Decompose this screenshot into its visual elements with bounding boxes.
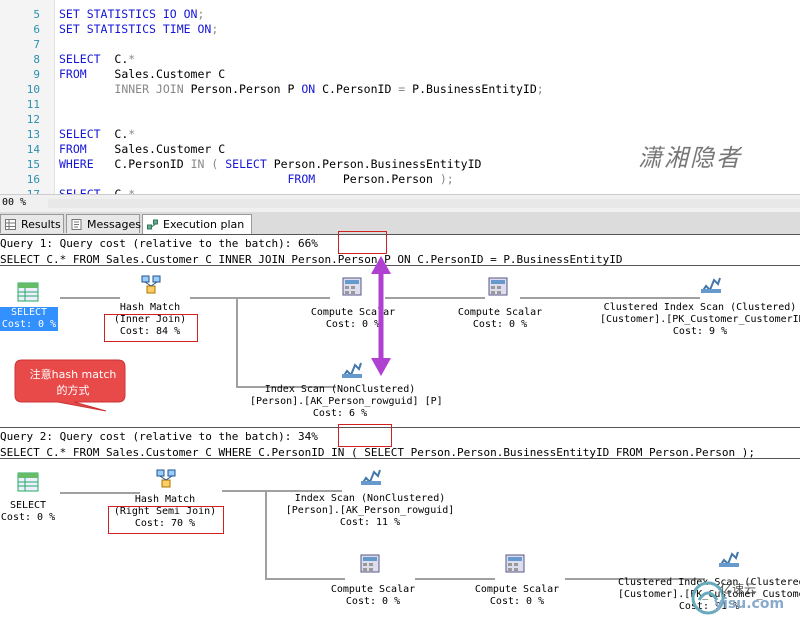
- logo-line1: 亿速云: [720, 582, 757, 596]
- logo-line2: yisu.com: [714, 596, 785, 612]
- code-line[interactable]: SELECT C.*: [59, 127, 136, 141]
- query1-index-scan-op[interactable]: Index Scan (NonClustered) [Person].[AK_P…: [250, 384, 443, 419]
- index-scan-icon: [361, 469, 381, 485]
- hash-match-icon: [156, 469, 176, 488]
- code-line[interactable]: FROM Person.Person );: [287, 172, 454, 186]
- query2-sql: SELECT C.* FROM Sales.Customer C WHERE C…: [0, 446, 755, 459]
- query2-compute-scalar-op[interactable]: Compute Scalar Cost: 0 %: [330, 584, 416, 607]
- connector: [222, 490, 342, 492]
- code-line[interactable]: INNER JOIN Person.Person P ON C.PersonID…: [114, 82, 544, 96]
- query1-hash-highlight: [104, 314, 198, 342]
- query1-header: [0, 234, 800, 266]
- query2-cost-line: Query 2: Query cost (relative to the bat…: [0, 430, 800, 443]
- line-number: 12: [26, 113, 40, 126]
- compare-arrow-icon: [371, 256, 391, 376]
- clustered-index-scan-icon: [719, 551, 739, 567]
- connector: [520, 297, 700, 299]
- code-line[interactable]: WHERE C.PersonID IN ( SELECT Person.Pers…: [59, 157, 482, 171]
- connector: [60, 297, 120, 299]
- zoom-bar: 00 %: [0, 194, 800, 212]
- execution-plan-pane[interactable]: Query 1: Query cost (relative to the bat…: [0, 231, 800, 622]
- query2-hash-match-op[interactable]: Hash Match (Right Semi Join) Cost: 70 %: [113, 494, 217, 529]
- connector: [236, 299, 238, 387]
- code-line[interactable]: FROM Sales.Customer C: [59, 67, 226, 81]
- code-line[interactable]: SET STATISTICS TIME ON;: [59, 22, 219, 36]
- code-line[interactable]: SELECT C.*: [59, 52, 136, 66]
- site-logo: 亿速云 yisu.com: [690, 580, 800, 622]
- compute-scalar-icon: [505, 554, 525, 573]
- line-number: 6: [33, 23, 40, 36]
- line-number: 7: [33, 38, 40, 51]
- connector: [60, 492, 140, 494]
- connector: [236, 386, 336, 388]
- sql-editor[interactable]: 5 6 7 8 9 10 11 12 13 14 15 16 17 SET STATISTICS IO …: [0, 0, 800, 195]
- compute-scalar-icon: [342, 277, 362, 296]
- line-number: 13: [26, 128, 40, 141]
- hash-match-icon: [141, 275, 161, 294]
- query2-header: [0, 427, 800, 459]
- select-icon: [17, 282, 39, 302]
- tab-execution-plan-label: Execution plan: [163, 218, 245, 231]
- query1-compute-scalar-op-2[interactable]: Compute Scalar Cost: 0 %: [457, 307, 543, 330]
- line-number: 17: [26, 188, 40, 195]
- query2-compute-scalar-op-2[interactable]: Compute Scalar Cost: 0 %: [474, 584, 560, 607]
- tab-messages[interactable]: Messages: [66, 214, 141, 233]
- line-number: 9: [33, 68, 40, 81]
- horizontal-scrollbar[interactable]: [48, 199, 800, 208]
- query1-clustered-index-scan-op[interactable]: Clustered Index Scan (Clustered) [Custom…: [600, 302, 800, 337]
- select-icon: [17, 472, 39, 492]
- code-line[interactable]: SET STATISTICS IO ON;: [59, 7, 205, 21]
- line-number: 14: [26, 143, 40, 156]
- tab-execution-plan[interactable]: Execution plan: [142, 214, 252, 235]
- callout-bubble-icon: [14, 359, 126, 412]
- code-line[interactable]: FROM Sales.Customer C: [59, 142, 226, 156]
- query2-cost-label: Query 2: Query cost (relative to the bat…: [0, 430, 299, 443]
- tab-results-label: Results: [21, 218, 61, 231]
- line-number: 10: [26, 83, 40, 96]
- connector: [265, 578, 345, 580]
- query2-hash-highlight: [108, 506, 224, 534]
- message-icon: [71, 219, 82, 230]
- tab-messages-label: Messages: [87, 218, 141, 231]
- query1-hash-match-op[interactable]: Hash Match (Inner Join) Cost: 84 %: [113, 302, 187, 337]
- zoom-level[interactable]: 00 %: [2, 197, 27, 208]
- query1-cost-highlight: [338, 231, 387, 254]
- watermark-text: 潇湘隐者: [638, 144, 742, 172]
- query2-index-scan-op[interactable]: Index Scan (NonClustered) [Person].[AK_P…: [285, 493, 455, 528]
- query1-cost-label: Query 1: Query cost (relative to the bat…: [0, 237, 299, 250]
- query2-cost-highlight: [338, 424, 392, 447]
- connector: [190, 297, 330, 299]
- query2-cost-value: 34%: [298, 430, 318, 443]
- connector: [265, 492, 267, 579]
- query1-select-op[interactable]: SELECT Cost: 0 %: [0, 307, 58, 331]
- line-number: 8: [33, 53, 40, 66]
- cloud-logo-icon: [691, 581, 725, 615]
- code-line[interactable]: SELECT C.*: [59, 187, 136, 195]
- tab-results[interactable]: Results: [0, 214, 64, 233]
- query1-cost-value: 66%: [298, 237, 318, 250]
- annotation-callout: 注意hash match的方式: [14, 359, 126, 412]
- query2-select-op[interactable]: SELECT Cost: 0 %: [0, 500, 56, 523]
- line-number: 15: [26, 158, 40, 171]
- line-number: 5: [33, 8, 40, 21]
- line-number: 11: [26, 98, 40, 111]
- connector: [415, 578, 495, 580]
- execution-plan-icon: [147, 219, 158, 230]
- line-number: 16: [26, 173, 40, 186]
- connector: [385, 297, 485, 299]
- grid-icon: [5, 219, 16, 230]
- compute-scalar-icon: [488, 277, 508, 296]
- query1-cost-line: Query 1: Query cost (relative to the bat…: [0, 237, 800, 250]
- query1-compute-scalar-op[interactable]: Compute Scalar Cost: 0 %: [310, 307, 396, 330]
- query1-sql: SELECT C.* FROM Sales.Customer C INNER J…: [0, 253, 623, 266]
- compute-scalar-icon: [360, 554, 380, 573]
- clustered-index-scan-icon: [701, 277, 721, 293]
- connector: [565, 578, 705, 580]
- line-number-gutter: 5 6 7 8 9 10 11 12 13 14 15 16 17: [0, 0, 55, 195]
- index-scan-icon: [342, 362, 362, 378]
- callout-text: 注意hash match的方式: [29, 368, 117, 397]
- results-tab-strip: Results Messages Execution plan: [0, 212, 800, 235]
